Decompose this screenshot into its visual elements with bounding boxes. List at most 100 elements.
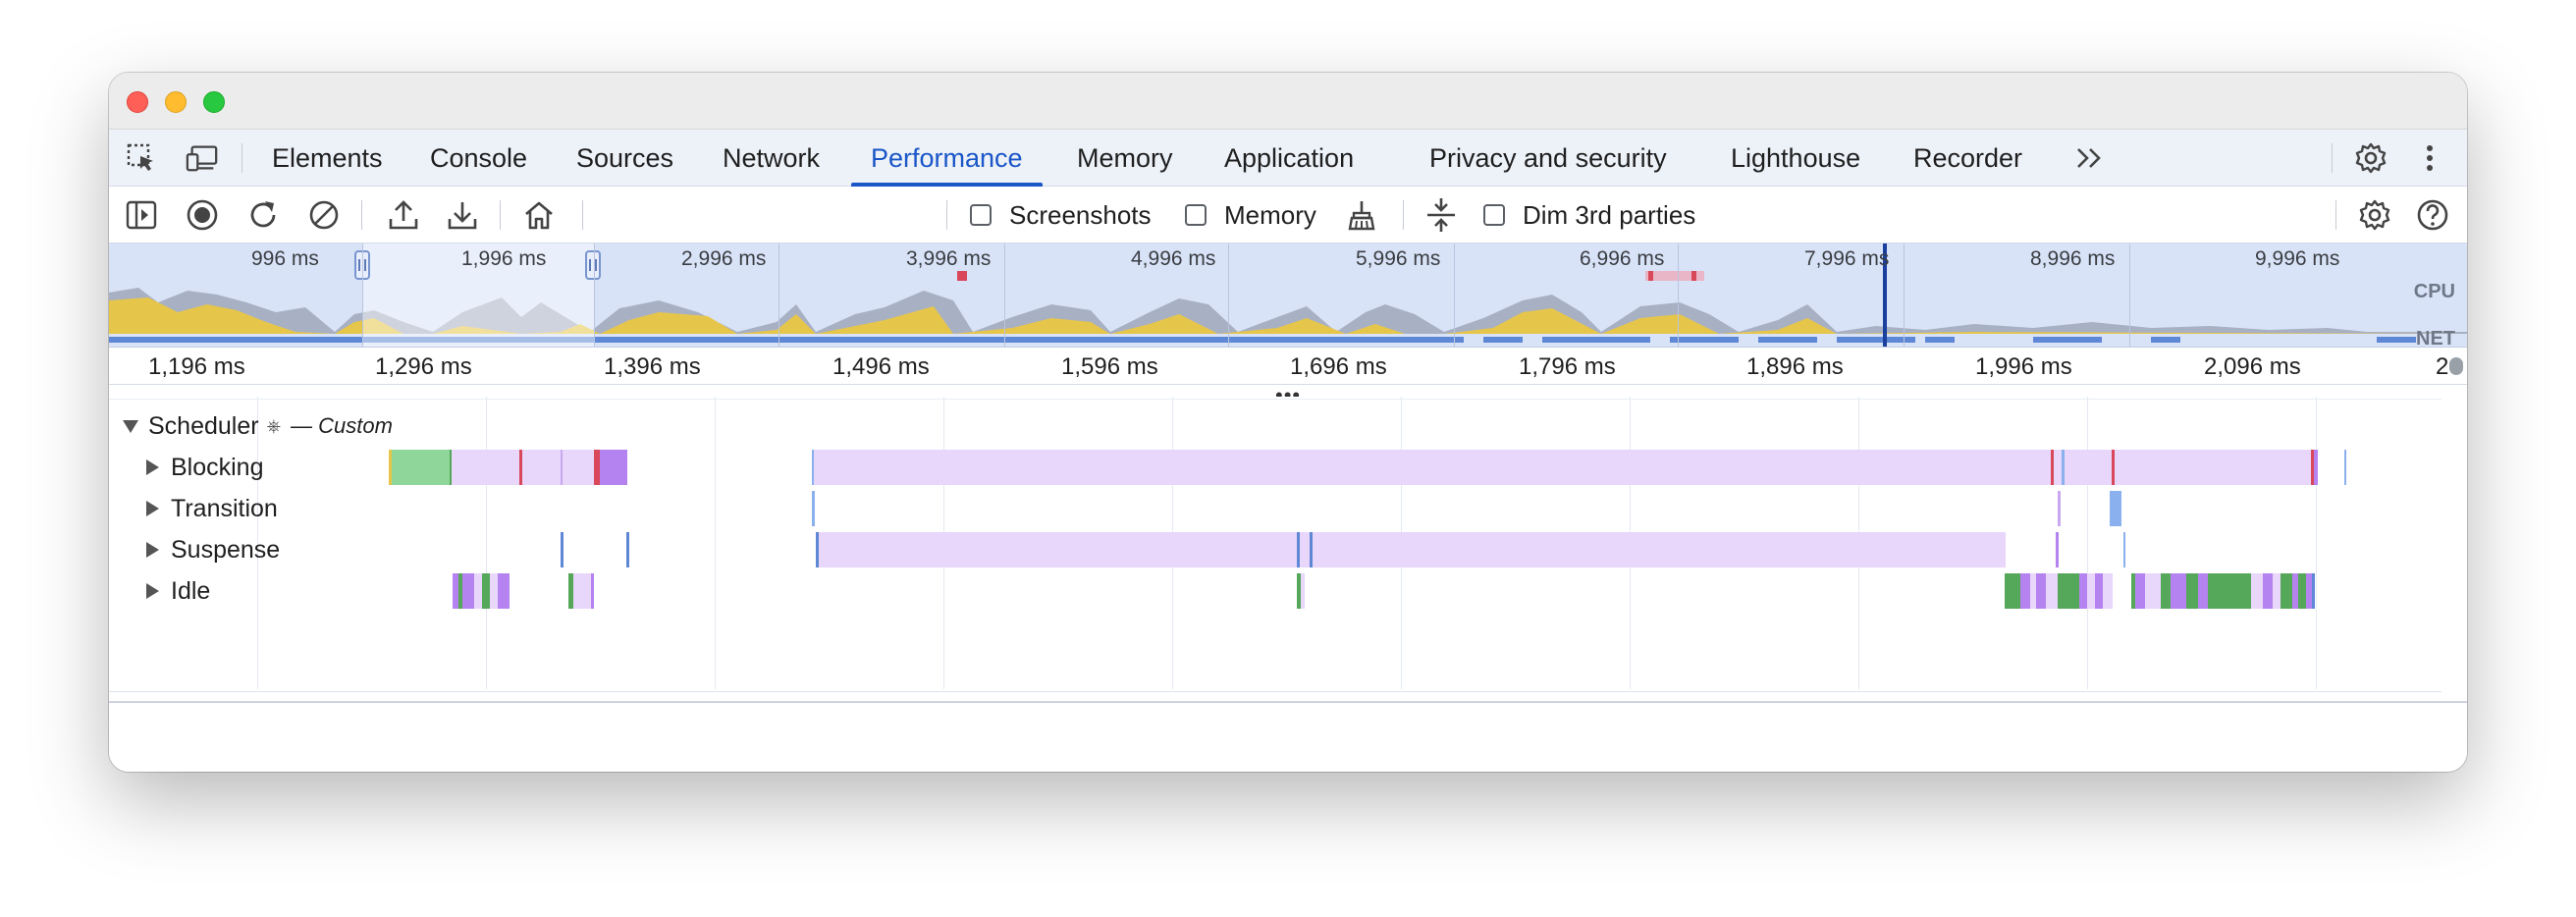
screenshots-checkbox-box[interactable] bbox=[970, 204, 992, 226]
device-toolbar-icon[interactable] bbox=[186, 141, 219, 175]
task-block[interactable] bbox=[2054, 450, 2062, 485]
task-block[interactable] bbox=[2208, 573, 2251, 609]
help-icon[interactable] bbox=[2416, 198, 2449, 232]
track-transition-label[interactable]: Transition bbox=[146, 488, 278, 529]
task-block[interactable] bbox=[573, 573, 591, 609]
task-block[interactable] bbox=[591, 573, 594, 609]
task-block[interactable] bbox=[812, 450, 814, 485]
task-block[interactable] bbox=[2079, 573, 2087, 609]
task-block[interactable] bbox=[561, 532, 564, 567]
task-block[interactable] bbox=[2030, 573, 2036, 609]
task-block[interactable] bbox=[2115, 450, 2311, 485]
record-icon[interactable] bbox=[186, 198, 219, 232]
tab-privacy-and-security[interactable]: Privacy and security bbox=[1429, 143, 1667, 173]
task-block[interactable] bbox=[2161, 573, 2171, 609]
tab-performance[interactable]: Performance bbox=[851, 130, 1043, 187]
more-vert-icon[interactable] bbox=[2413, 141, 2446, 175]
task-block[interactable] bbox=[2058, 573, 2079, 609]
task-block[interactable] bbox=[519, 450, 522, 485]
task-block[interactable] bbox=[2051, 450, 2054, 485]
select-element-icon[interactable] bbox=[125, 141, 158, 175]
task-block[interactable] bbox=[2123, 532, 2125, 567]
track-suspense[interactable]: Suspense bbox=[109, 529, 2467, 570]
scheduler-group-header[interactable]: Scheduler ⎈ — Custom bbox=[123, 405, 393, 447]
task-block[interactable] bbox=[2314, 450, 2318, 485]
expand-triangle-icon[interactable] bbox=[146, 459, 159, 475]
task-block[interactable] bbox=[2273, 573, 2281, 609]
task-block[interactable] bbox=[2292, 573, 2298, 609]
task-block[interactable] bbox=[2263, 573, 2273, 609]
task-block[interactable] bbox=[2135, 573, 2145, 609]
task-block[interactable] bbox=[2198, 573, 2208, 609]
task-block[interactable] bbox=[482, 573, 490, 609]
expand-triangle-icon[interactable] bbox=[146, 542, 159, 558]
close-window-button[interactable] bbox=[127, 91, 148, 113]
zoom-window-button[interactable] bbox=[203, 91, 225, 113]
task-block[interactable] bbox=[2251, 573, 2263, 609]
collapse-icon[interactable] bbox=[1424, 198, 1458, 232]
task-block[interactable] bbox=[568, 573, 573, 609]
tab-elements[interactable]: Elements bbox=[272, 143, 383, 173]
task-block[interactable] bbox=[522, 450, 605, 485]
task-block[interactable] bbox=[2186, 573, 2198, 609]
minimize-window-button[interactable] bbox=[165, 91, 187, 113]
memory-checkbox[interactable]: Memory bbox=[1185, 200, 1316, 230]
track-blocking-label[interactable]: Blocking bbox=[146, 447, 264, 488]
task-block[interactable] bbox=[812, 491, 815, 526]
group-settings-icon[interactable]: ⎈ bbox=[266, 415, 281, 436]
task-block[interactable] bbox=[2145, 573, 2161, 609]
task-block[interactable] bbox=[814, 450, 2051, 485]
tab-network[interactable]: Network bbox=[723, 143, 821, 173]
task-block[interactable] bbox=[2056, 532, 2059, 567]
task-block[interactable] bbox=[2131, 573, 2135, 609]
expand-triangle-icon[interactable] bbox=[146, 501, 159, 516]
track-idle[interactable]: Idle bbox=[109, 570, 2467, 612]
home-icon[interactable] bbox=[522, 198, 556, 232]
task-block[interactable] bbox=[498, 573, 510, 609]
settings-icon[interactable] bbox=[2354, 141, 2388, 175]
task-block[interactable] bbox=[2311, 450, 2314, 485]
collapse-triangle-icon[interactable] bbox=[123, 419, 138, 433]
tab-console[interactable]: Console bbox=[430, 143, 528, 173]
task-block[interactable] bbox=[1297, 573, 1301, 609]
screenshots-checkbox[interactable]: Screenshots bbox=[970, 200, 1152, 230]
task-block[interactable] bbox=[2298, 573, 2306, 609]
task-block[interactable] bbox=[2005, 573, 2020, 609]
track-idle-label[interactable]: Idle bbox=[146, 570, 210, 612]
ruler-scroll-thumb[interactable] bbox=[2449, 357, 2463, 375]
more-tabs-icon[interactable] bbox=[2072, 141, 2106, 175]
task-block[interactable] bbox=[1300, 532, 1310, 567]
timeline-overview[interactable]: 996 ms 1,996 ms 2,996 ms 3,996 ms 4,996 … bbox=[109, 243, 2467, 348]
task-block[interactable] bbox=[2062, 450, 2065, 485]
task-block[interactable] bbox=[1310, 532, 1313, 567]
capture-settings-icon[interactable] bbox=[2358, 198, 2391, 232]
memory-checkbox-box[interactable] bbox=[1185, 204, 1207, 226]
expand-triangle-icon[interactable] bbox=[146, 583, 159, 599]
broom-icon[interactable] bbox=[1345, 198, 1378, 232]
task-block[interactable] bbox=[2095, 573, 2103, 609]
task-block[interactable] bbox=[2020, 573, 2030, 609]
task-block[interactable] bbox=[2087, 573, 2095, 609]
task-block[interactable] bbox=[600, 450, 627, 485]
dim-3rd-parties-checkbox-box[interactable] bbox=[1483, 204, 1505, 226]
task-block[interactable] bbox=[1313, 532, 2006, 567]
task-block[interactable] bbox=[2112, 450, 2115, 485]
task-block[interactable] bbox=[2046, 573, 2058, 609]
tab-application[interactable]: Application bbox=[1224, 143, 1355, 173]
dim-3rd-parties-checkbox[interactable]: Dim 3rd parties bbox=[1483, 200, 1695, 230]
task-block[interactable] bbox=[816, 532, 819, 567]
task-block[interactable] bbox=[453, 573, 458, 609]
task-block[interactable] bbox=[2306, 573, 2312, 609]
task-block[interactable] bbox=[2036, 573, 2046, 609]
upload-icon[interactable] bbox=[387, 198, 420, 232]
clear-icon[interactable] bbox=[307, 198, 341, 232]
reload-icon[interactable] bbox=[246, 198, 280, 232]
track-blocking[interactable]: Blocking bbox=[109, 447, 2467, 488]
track-suspense-label[interactable]: Suspense bbox=[146, 529, 280, 570]
task-block[interactable] bbox=[392, 450, 450, 485]
task-block[interactable] bbox=[1297, 532, 1300, 567]
track-transition[interactable]: Transition bbox=[109, 488, 2467, 529]
task-block[interactable] bbox=[490, 573, 498, 609]
task-block[interactable] bbox=[389, 450, 392, 485]
tab-lighthouse[interactable]: Lighthouse bbox=[1731, 143, 1861, 173]
